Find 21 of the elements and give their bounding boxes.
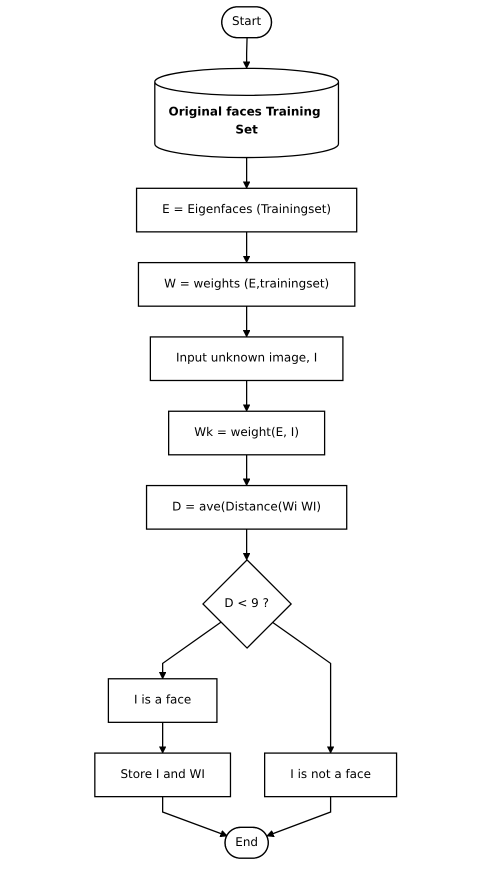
node-box: Input unknown image, I	[150, 336, 344, 382]
arrow	[242, 529, 250, 560]
node-box: Wk = weight(E, I)	[168, 410, 326, 456]
node-box: I is a face	[108, 678, 218, 723]
node-diamond: D < 9 ?	[202, 558, 292, 649]
arrow	[242, 380, 250, 412]
arrow	[158, 722, 166, 754]
arrow	[242, 306, 250, 338]
node-box: E = Eigenfaces (Trainingset)	[136, 188, 358, 232]
arrow	[242, 232, 250, 263]
arrow	[242, 454, 250, 486]
arrow	[158, 622, 221, 680]
arrow	[266, 796, 332, 838]
node-box: Store I and WI	[94, 752, 231, 798]
node-box: D = ave(Distance(Wi WI)	[146, 484, 348, 530]
arrow	[272, 622, 334, 754]
arrow	[242, 38, 250, 69]
arrow	[162, 796, 228, 838]
node-box: W = weights (E,trainingset)	[138, 262, 356, 307]
arrow	[242, 158, 250, 189]
node-box: I is not a face	[264, 752, 397, 798]
